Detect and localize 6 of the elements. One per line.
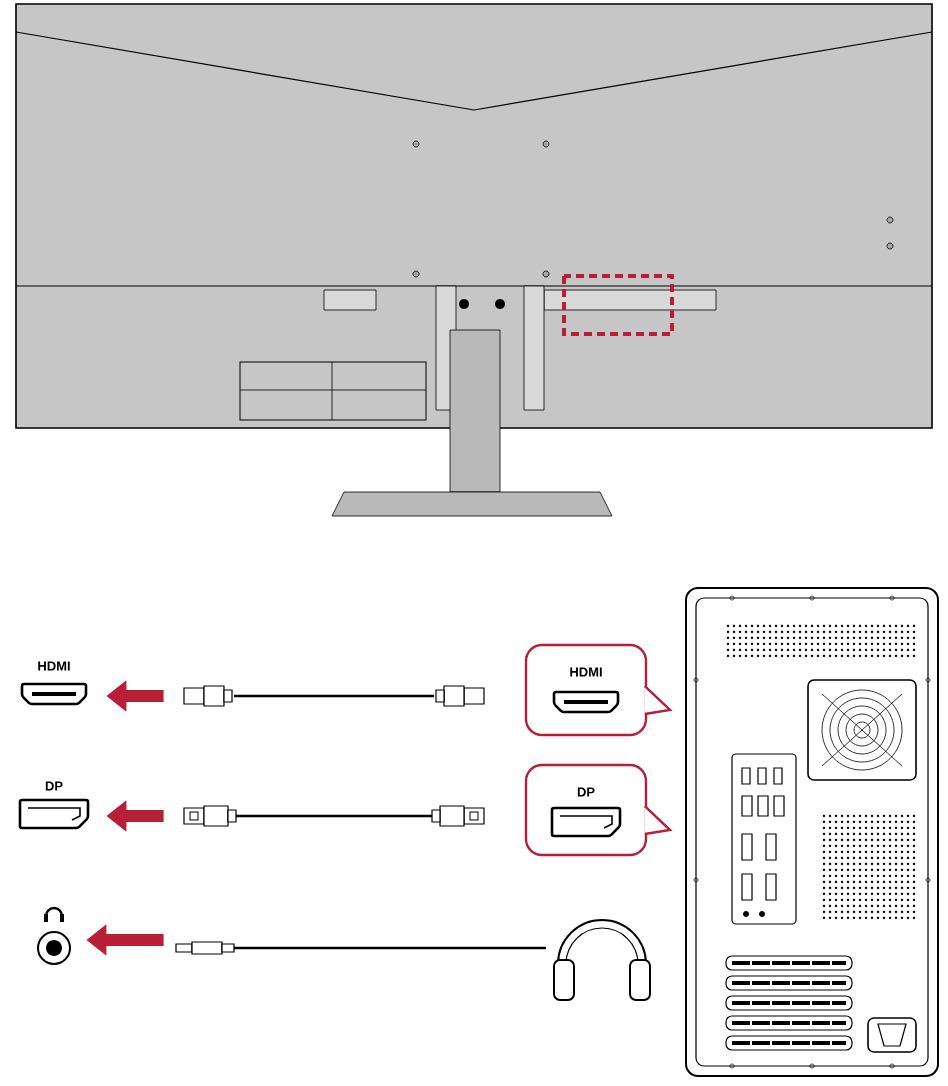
cable-drawing	[183, 805, 485, 827]
computer-drawing	[685, 587, 939, 1077]
monitor-drawing	[15, 3, 933, 517]
cable-drawing	[183, 685, 485, 707]
headphones-drawing	[175, 919, 651, 1001]
audio-jack-icon	[37, 906, 71, 965]
